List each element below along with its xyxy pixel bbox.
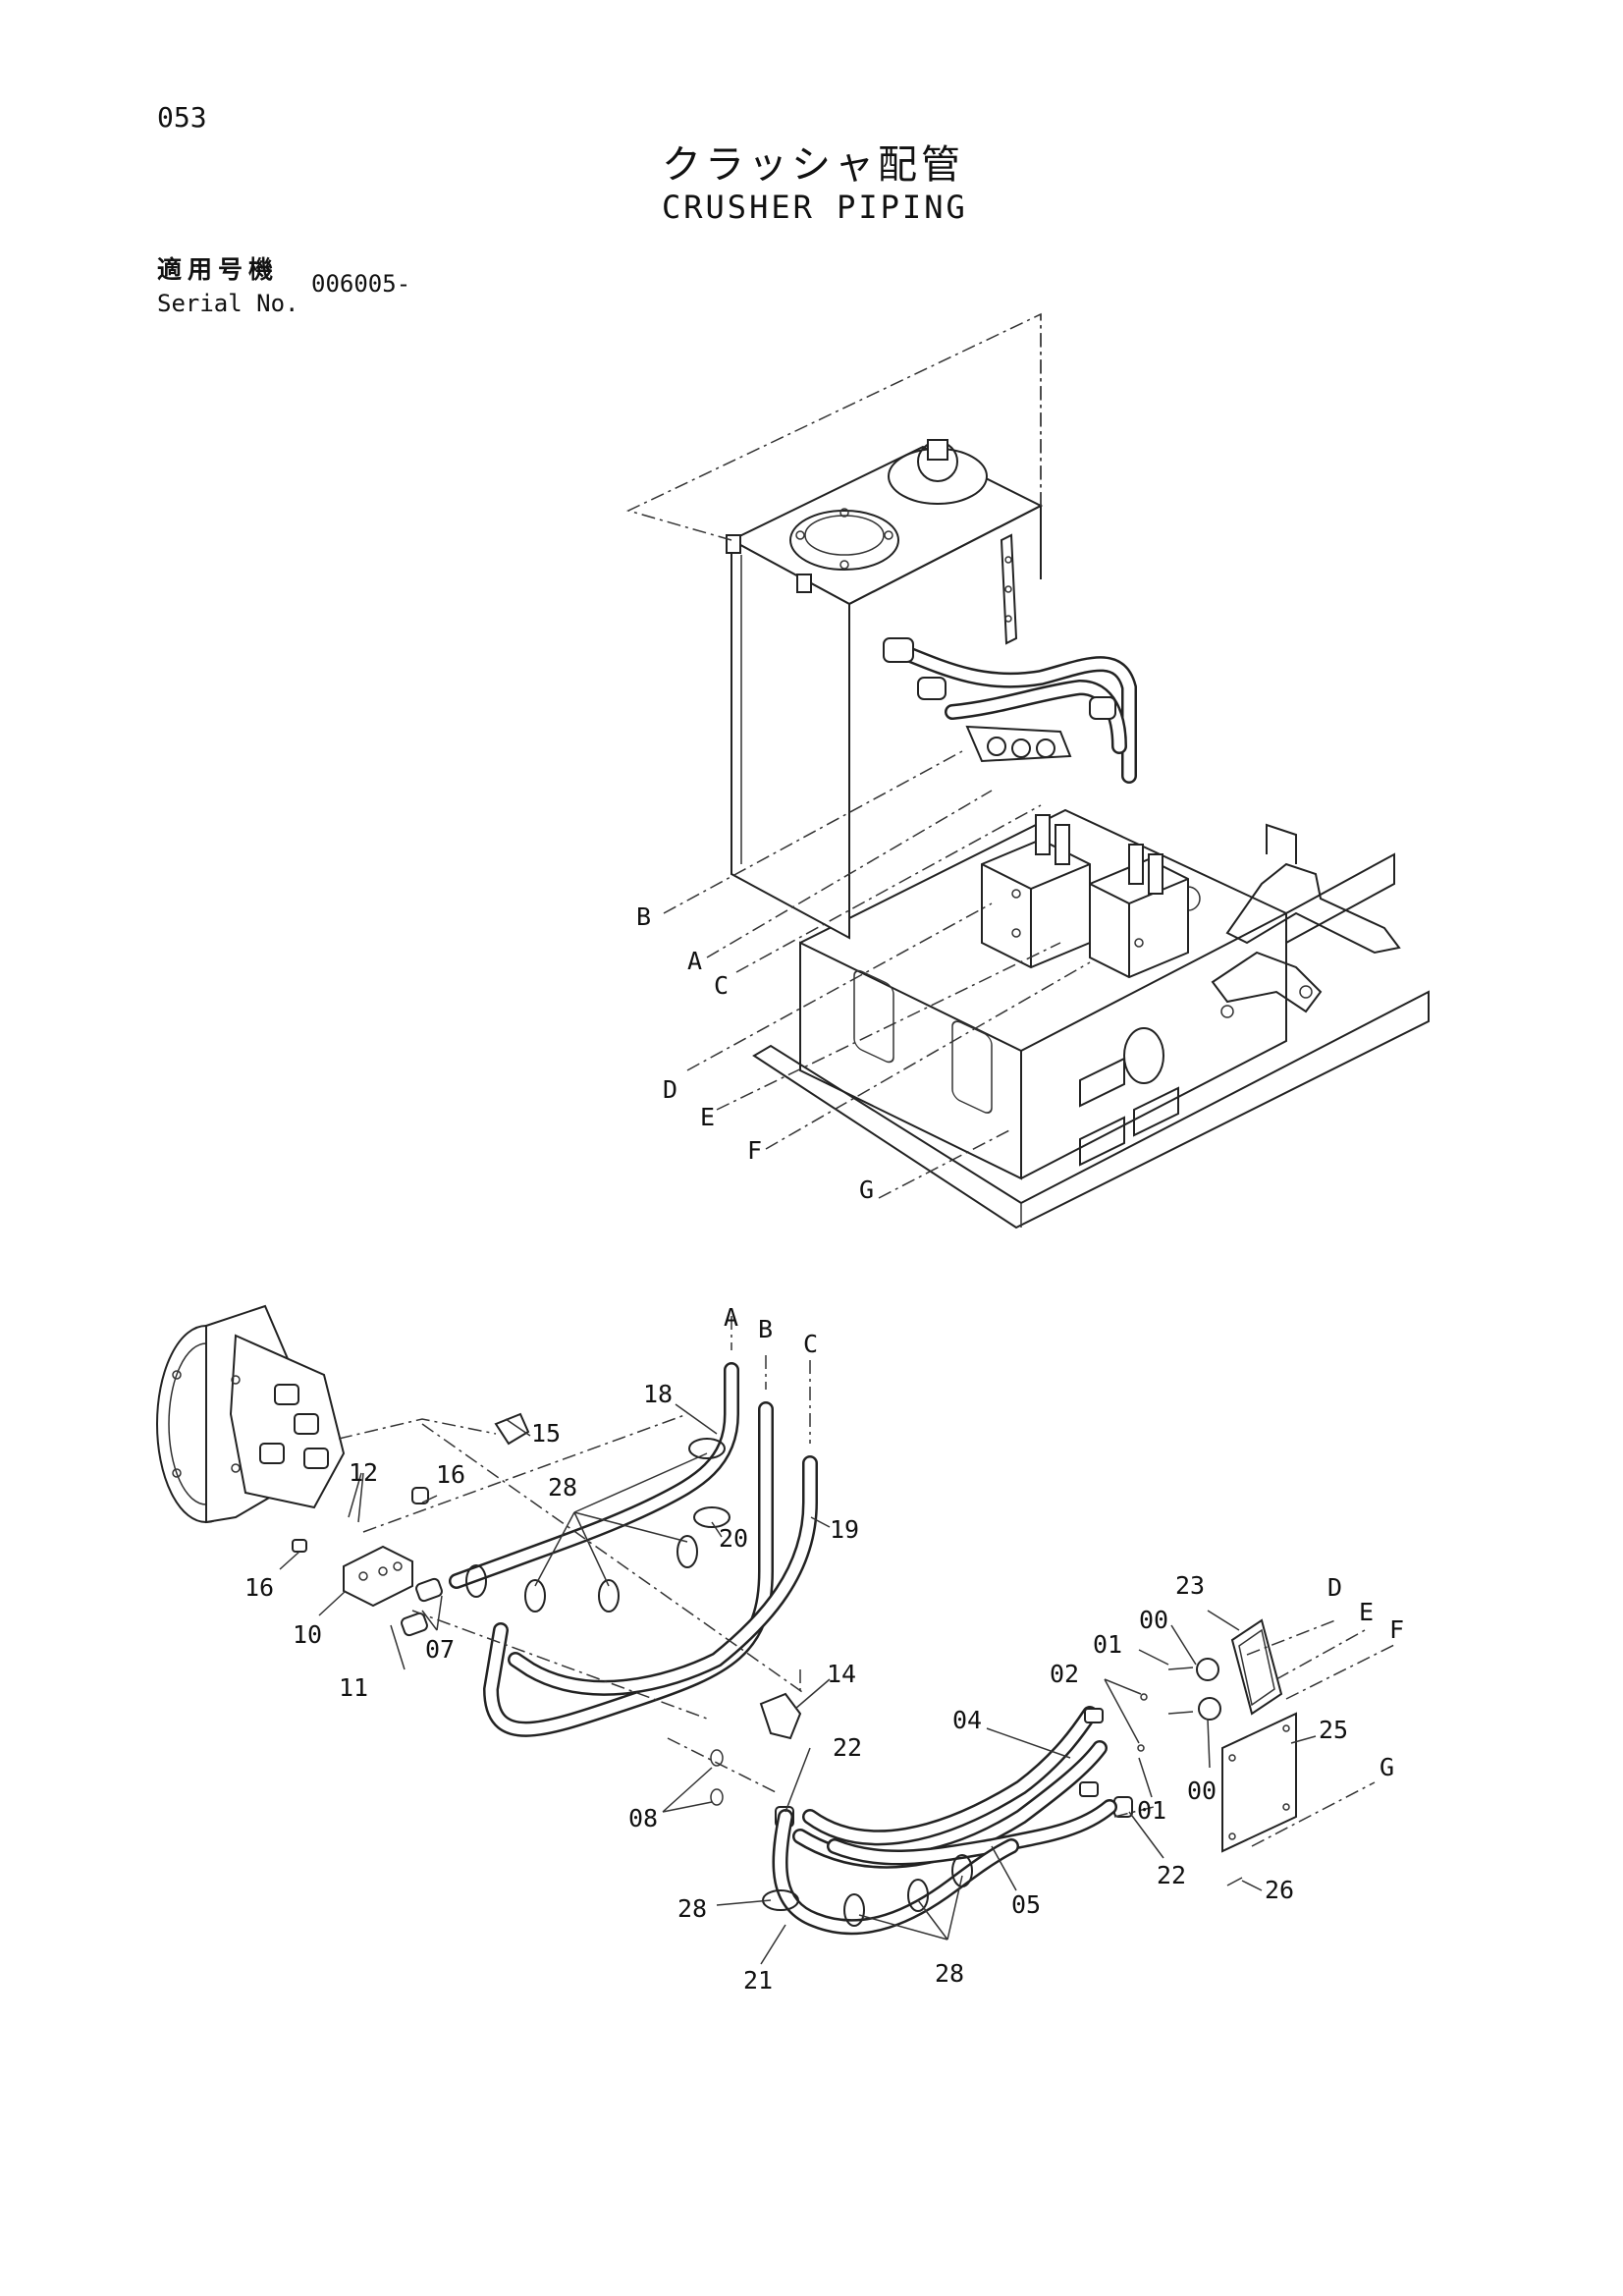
- callout-22-right: 22: [1157, 1861, 1186, 1889]
- bulkhead-fitting-00-upper: [1196, 1658, 1219, 1681]
- callout-00-lower: 00: [1187, 1777, 1217, 1805]
- clamps-28: [465, 1438, 973, 1927]
- callout-01-lower: 01: [1137, 1796, 1166, 1825]
- callout-upper-E: E: [700, 1103, 715, 1131]
- callout-21: 21: [743, 1966, 773, 1995]
- callout-12: 12: [349, 1458, 378, 1487]
- callout-01-upper: 01: [1093, 1630, 1122, 1659]
- lower-leaders: [338, 1316, 1395, 1847]
- callout-08: 08: [628, 1804, 658, 1832]
- bulkhead-assembly: [1079, 1618, 1297, 1886]
- callout-28-upper: 28: [548, 1473, 577, 1502]
- callout-16-upper: 16: [436, 1460, 465, 1489]
- callout-16-lower: 16: [244, 1573, 274, 1602]
- connection-letters: A B C D E F G: [724, 1303, 1404, 1781]
- callout-26: 26: [1265, 1876, 1294, 1904]
- callout-upper-F: F: [747, 1136, 762, 1165]
- callout-10: 10: [293, 1620, 322, 1649]
- serial-label-japanese: 適用号機: [157, 255, 280, 284]
- callout-11: 11: [339, 1673, 368, 1702]
- callout-19: 19: [830, 1515, 859, 1544]
- callout-02: 02: [1050, 1660, 1079, 1688]
- callout-upper-D: D: [663, 1075, 677, 1104]
- callout-00-upper: 00: [1139, 1606, 1168, 1634]
- connection-letter-C: C: [803, 1330, 818, 1358]
- upper-piping: [883, 637, 1189, 979]
- callout-25: 25: [1319, 1716, 1348, 1744]
- manifold-block: [965, 725, 1072, 763]
- rubber-seal-23: [1230, 1618, 1283, 1716]
- callout-14: 14: [827, 1660, 856, 1688]
- base-plate: [752, 990, 1430, 1230]
- callout-28-lower: 28: [935, 1959, 964, 1988]
- hydraulic-tank: [726, 439, 1044, 940]
- callout-upper-A: A: [687, 947, 702, 975]
- callout-upper-B: B: [636, 902, 651, 931]
- callout-18: 18: [643, 1380, 673, 1408]
- connection-letter-A: A: [724, 1303, 738, 1332]
- connection-letter-D: D: [1327, 1573, 1342, 1602]
- callout-04: 04: [952, 1706, 982, 1734]
- callout-07: 07: [425, 1635, 455, 1664]
- callout-upper-C: C: [714, 971, 729, 1000]
- callout-15: 15: [531, 1419, 561, 1448]
- lower-assembly: A B C D E F G 18 15 12 16 28 20 19 16 10…: [156, 1303, 1404, 1995]
- connection-letter-G: G: [1380, 1753, 1394, 1781]
- frame-hole: [1123, 1027, 1164, 1084]
- valve-block-left: [981, 838, 1091, 969]
- callout-28-left: 28: [677, 1894, 707, 1923]
- callout-22-left: 22: [833, 1733, 862, 1762]
- connection-letter-B: B: [758, 1315, 773, 1343]
- callout-upper-G: G: [859, 1175, 874, 1204]
- upper-assembly: [625, 312, 1430, 1230]
- page-number: 053: [157, 101, 207, 134]
- bulkhead-fitting-00-lower: [1198, 1697, 1221, 1721]
- part-callouts: 18 15 12 16 28 20 19 16 10 11 07 14 22 0…: [244, 1380, 1348, 1995]
- callout-leaders: [279, 1403, 1317, 1965]
- lower-hoses: [449, 1362, 1117, 1936]
- callout-23: 23: [1175, 1571, 1205, 1600]
- motor-unit: [156, 1304, 346, 1524]
- callout-05: 05: [1011, 1890, 1041, 1919]
- tank-cover-plate: [789, 510, 899, 571]
- serial-label-english: Serial No.: [157, 290, 299, 317]
- serial-value: 006005-: [311, 270, 411, 298]
- cover-plate-25: [1221, 1712, 1297, 1853]
- upper-callouts: B A C D E F G: [636, 902, 874, 1204]
- title-japanese: クラッシャ配管: [662, 142, 964, 188]
- upper-frame: [799, 808, 1401, 1180]
- callout-20: 20: [719, 1524, 748, 1553]
- title-english: CRUSHER PIPING: [662, 189, 968, 226]
- connection-letter-E: E: [1359, 1598, 1374, 1626]
- manifold-block-10: [343, 1545, 413, 1608]
- connection-letter-F: F: [1389, 1615, 1404, 1644]
